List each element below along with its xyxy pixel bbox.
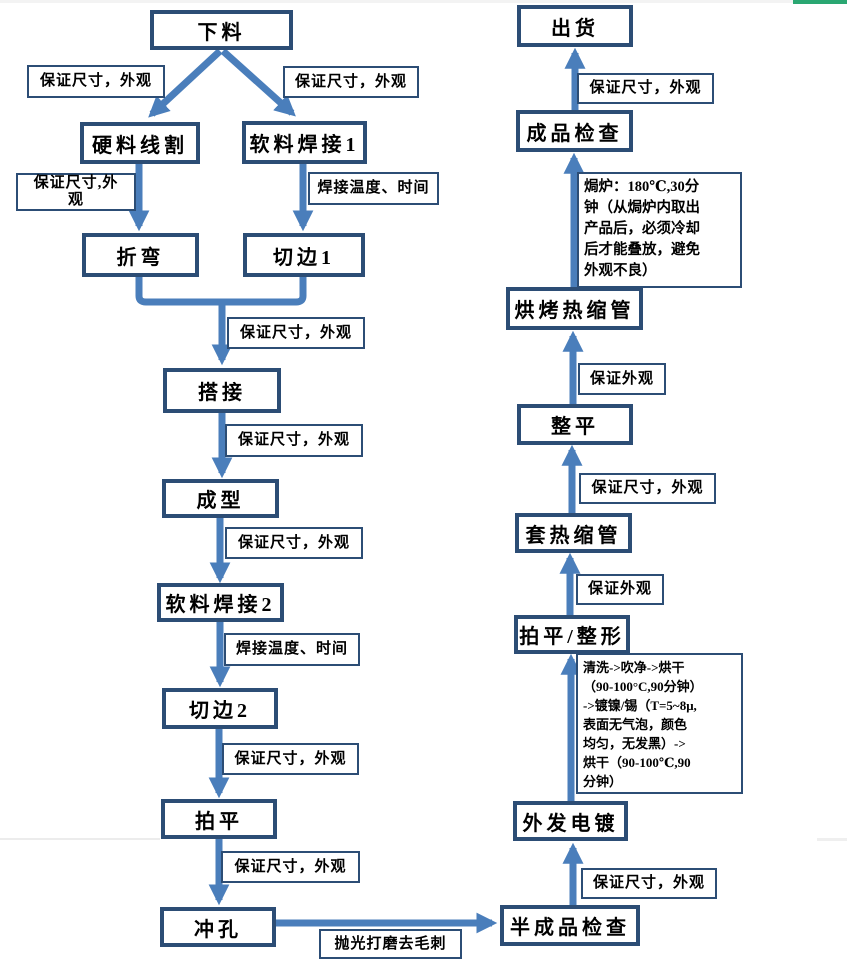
label-ensure-size-appearance: 保证尺寸，外观 <box>225 527 363 559</box>
label-ensure-size-appearance: 保证尺寸，外观 <box>27 65 165 98</box>
label-ensure-size-appearance: 保证尺寸，外观 <box>225 424 363 457</box>
node-flatten: 拍平 <box>161 799 277 839</box>
page-break-line-left <box>0 838 160 840</box>
node-punching: 冲孔 <box>160 907 276 947</box>
label-ensure-size-appearance: 保证尺寸，外观 <box>221 851 360 883</box>
top-divider-line <box>0 0 795 3</box>
arrow-blanking-to-soft-weld-1 <box>220 48 296 117</box>
note-plating-process: 清洗->吹净->烘干 （90-100°C,90分钟） ->镀镍/锡（T=5~8μ… <box>576 653 743 794</box>
node-semi-finished-inspection: 半成品检查 <box>500 905 640 946</box>
label-ensure-size-appearance: 保证尺寸，外观 <box>581 868 717 899</box>
node-shipping: 出货 <box>517 5 633 47</box>
label-ensure-size-appearance: 保证尺寸，外观 <box>222 743 359 775</box>
node-flatten-reshape: 拍平/整形 <box>514 615 630 654</box>
label-ensure-appearance: 保证外观 <box>576 574 664 605</box>
label-ensure-size-appearance: 保证尺寸，外观 <box>283 66 419 98</box>
node-bake-heat-shrink: 烘烤热缩管 <box>506 287 643 330</box>
node-soft-weld-2: 软料焊接2 <box>157 583 284 622</box>
node-bending: 折弯 <box>82 233 199 277</box>
arrow-blanking-to-hard-wire-cut <box>148 48 223 118</box>
node-lap-joint: 搭接 <box>163 368 281 413</box>
top-green-bar <box>793 0 847 4</box>
page-break-line-right <box>817 838 847 841</box>
node-blanking: 下料 <box>150 10 293 50</box>
label-ensure-size-appearance: 保证尺寸，外观 <box>227 317 365 349</box>
label-ensure-appearance: 保证外观 <box>578 363 666 395</box>
label-welding-temp-time: 焊接温度、时间 <box>224 633 360 666</box>
node-soft-weld-1: 软料焊接1 <box>242 121 367 164</box>
node-leveling: 整平 <box>517 404 633 445</box>
node-final-inspection: 成品检查 <box>516 110 633 152</box>
node-sleeve-heat-shrink: 套热缩管 <box>515 513 632 553</box>
node-trim-2: 切边2 <box>162 688 278 729</box>
node-trim-1: 切边1 <box>243 233 365 277</box>
node-outsourced-plating: 外发电镀 <box>513 801 628 841</box>
node-forming: 成型 <box>162 479 279 518</box>
label-ensure-size-appearance: 保证尺寸，外观 <box>577 73 714 104</box>
label-welding-temp-time: 焊接温度、时间 <box>308 172 439 205</box>
connector-merge-bending-trim1 <box>135 277 307 306</box>
label-ensure-size-appearance: 保证尺寸，外观 <box>579 473 716 504</box>
label-ensure-size-appearance: 保证尺寸,外 观 <box>16 173 136 211</box>
label-polish-deburr: 抛光打磨去毛刺 <box>319 929 462 959</box>
node-hard-wire-cut: 硬料线割 <box>80 122 200 164</box>
note-oven-baking: 焗炉：180℃,30分 钟（从焗炉内取出 产品后，必须冷却 后才能叠放，避免 外… <box>577 172 742 288</box>
